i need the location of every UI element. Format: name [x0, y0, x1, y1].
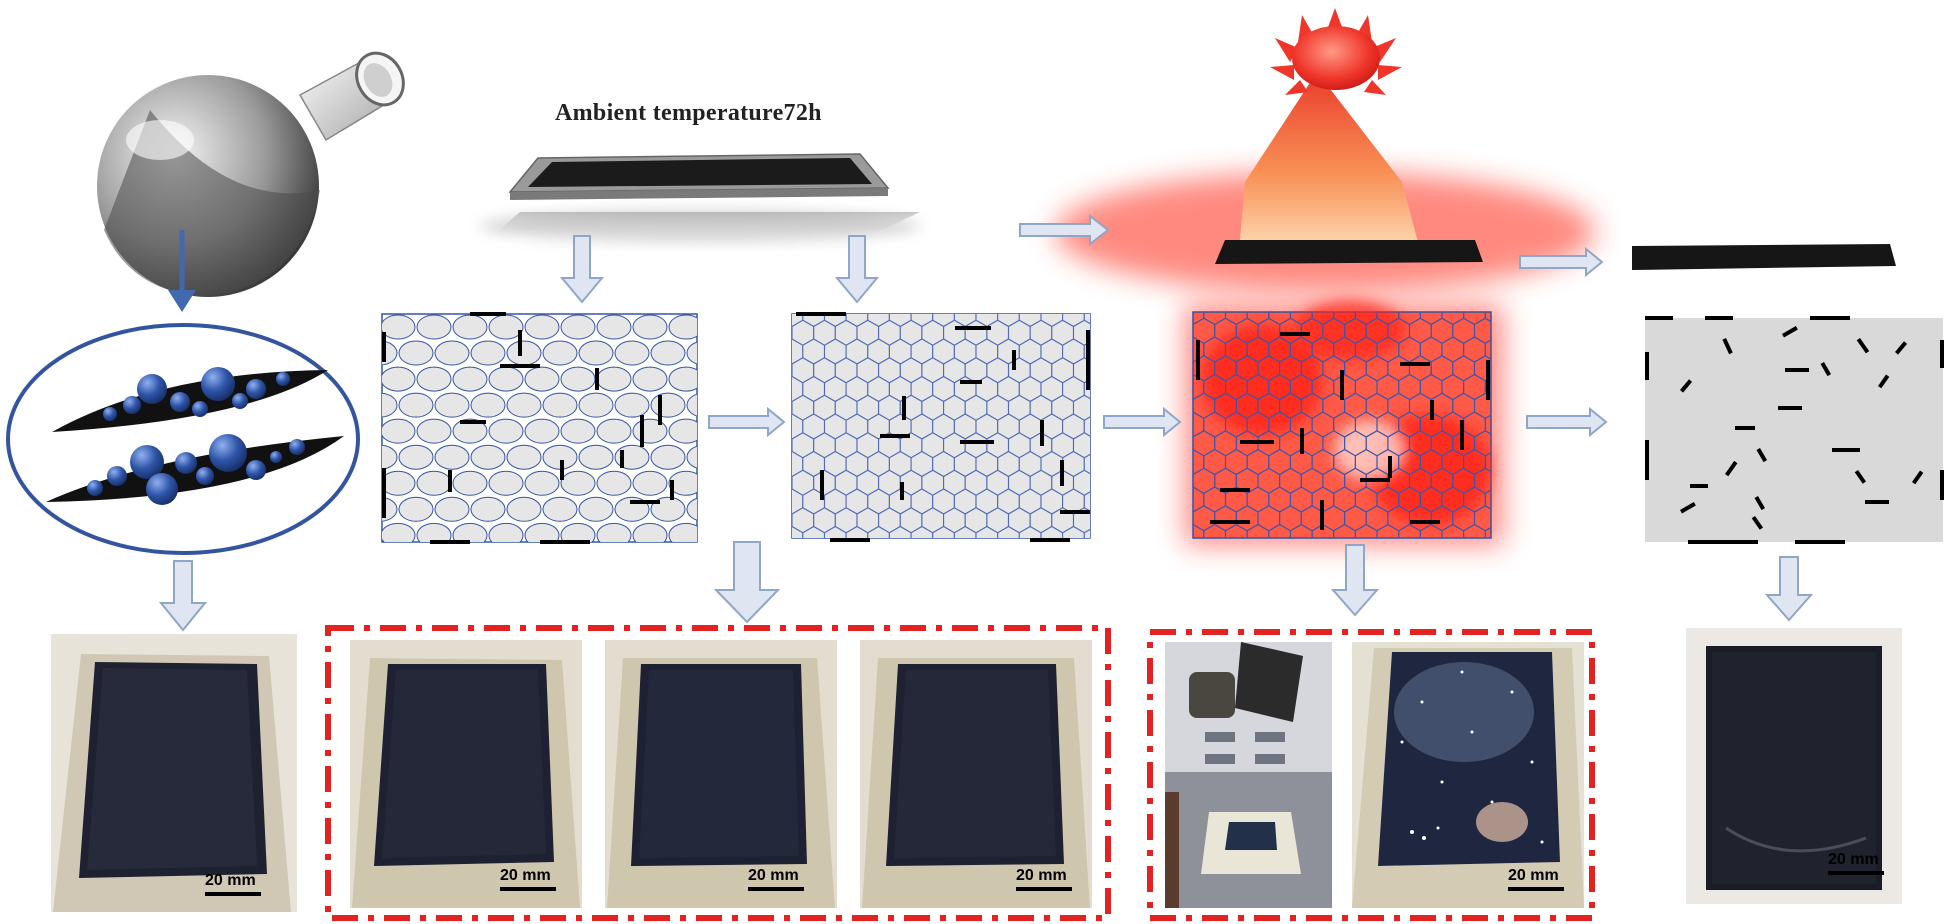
scale-bar-1: 20 mm: [205, 872, 261, 896]
photo-cast-film-1: [51, 634, 297, 912]
photo-irradiated-film: [1352, 642, 1584, 908]
sun-lamp-icon: [1239, 8, 1420, 250]
heated-hexagon-grid: [1192, 300, 1492, 539]
photo-cast-film-2: [350, 640, 582, 908]
hexagon-cell-grid: [791, 312, 1091, 542]
ellipse-cell-grid: [381, 312, 698, 544]
hollow-down-arrows: [158, 235, 1814, 632]
dispersed-filler-panel: [1645, 316, 1944, 544]
scale-bar-2: 20 mm: [500, 867, 556, 891]
photo-final-film: [1686, 628, 1902, 904]
film-slab-icon: [1215, 240, 1896, 270]
photo-irradiation-setup: [1165, 642, 1332, 908]
coated-sheet-zoom: [6, 323, 360, 555]
scale-bar-3: 20 mm: [748, 867, 804, 891]
round-flask-icon: [97, 51, 405, 297]
ambient-temperature-label: Ambient temperature72h: [555, 100, 822, 126]
photo-cast-film-3: [605, 640, 837, 908]
scale-bar-5: 20 mm: [1508, 867, 1564, 891]
photo-cast-film-4: [860, 640, 1092, 908]
hollow-right-arrows: [708, 213, 1608, 438]
blue-down-arrow: [168, 230, 196, 312]
mold-tray-icon: [480, 153, 920, 242]
dashed-group-boxes: [325, 625, 1595, 921]
scale-bar-6: 20 mm: [1828, 851, 1884, 875]
scale-bar-4: 20 mm: [1016, 867, 1072, 891]
